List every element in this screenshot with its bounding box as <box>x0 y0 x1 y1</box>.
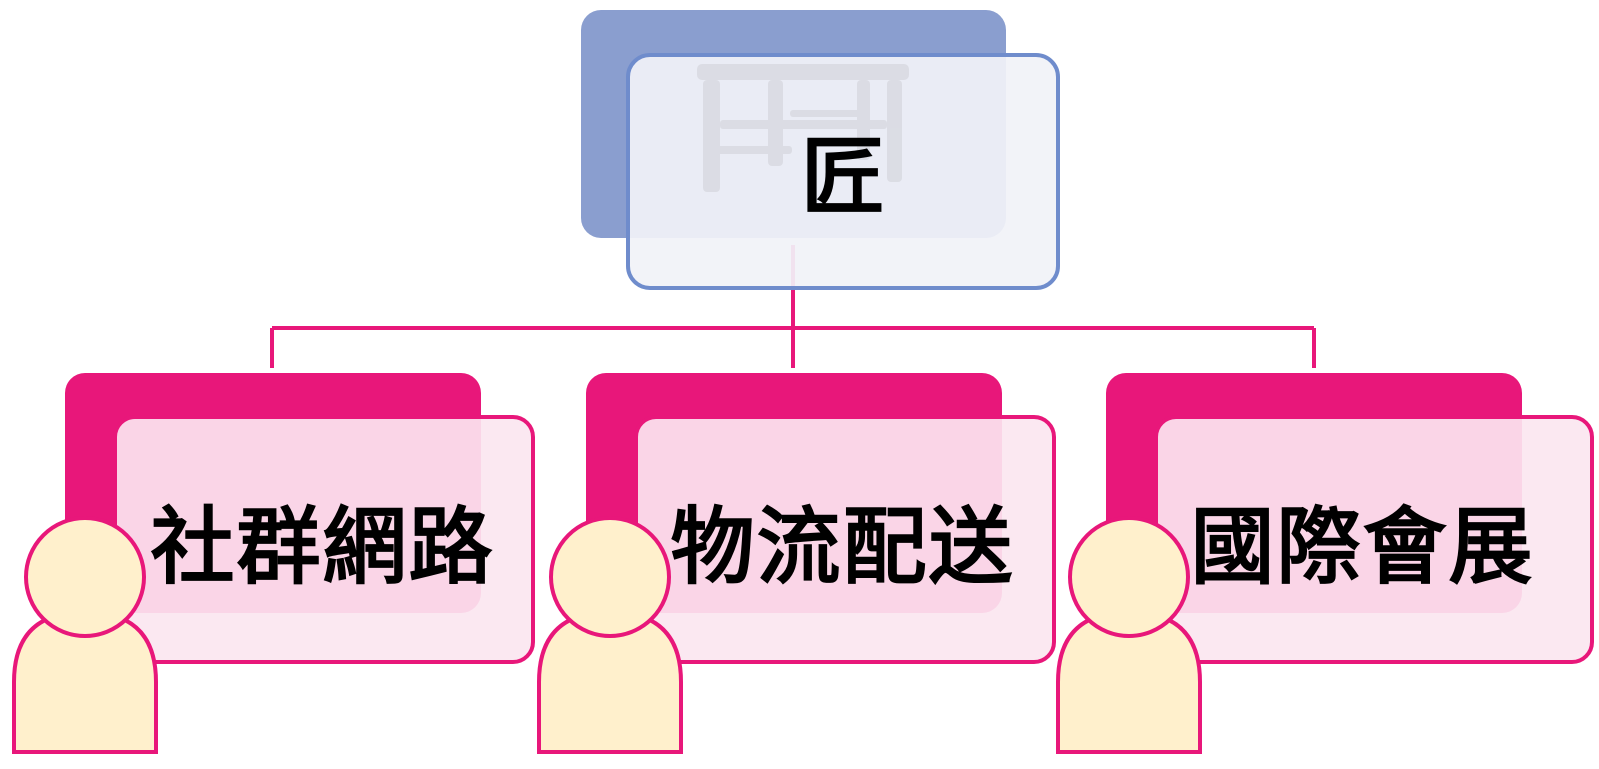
child-node-3 <box>1106 373 1594 664</box>
person-icon <box>12 516 158 754</box>
person-icon-head <box>1068 516 1190 638</box>
root-node <box>581 10 1060 290</box>
person-icon <box>537 516 683 754</box>
person-icon-head <box>549 516 671 638</box>
person-icon-head <box>24 516 146 638</box>
person-icon <box>1056 516 1202 754</box>
child-node-3-front-panel <box>1154 415 1594 664</box>
child-node-2-front-panel <box>634 415 1056 664</box>
child-node-1 <box>65 373 535 664</box>
stool-icon <box>697 64 909 192</box>
root-node-front-panel <box>626 53 1060 290</box>
child-node-2 <box>586 373 1056 664</box>
child-node-1-front-panel <box>113 415 535 664</box>
